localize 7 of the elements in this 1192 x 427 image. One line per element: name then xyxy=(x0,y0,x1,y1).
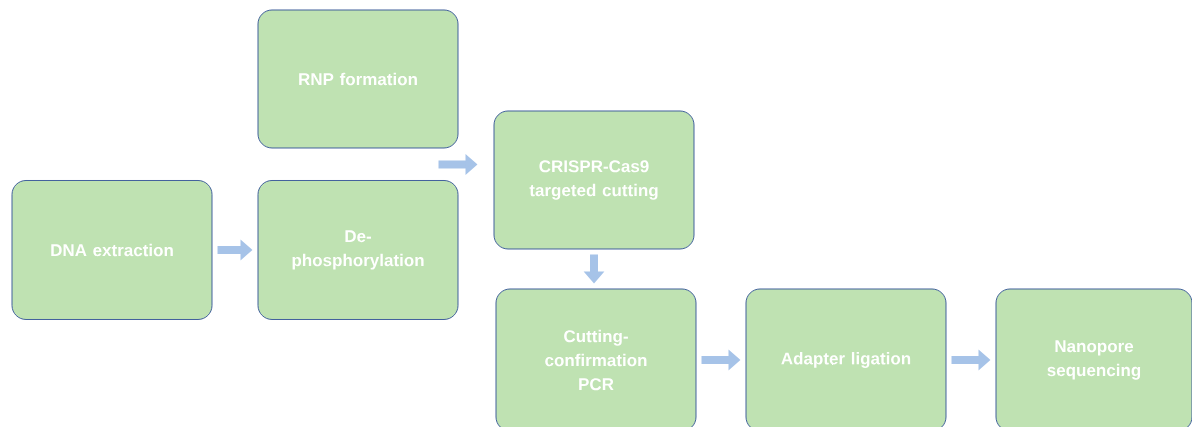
process-box: CRISPR-Cas9 targeted cutting xyxy=(493,110,695,250)
process-box: Cutting-confirmation PCR xyxy=(495,288,697,427)
process-box: RNP formation xyxy=(257,9,459,149)
process-box: Nanopore sequencing xyxy=(995,288,1192,427)
process-box: DNA extraction xyxy=(11,180,213,320)
process-box: Adapter ligation xyxy=(745,288,947,427)
process-box: De-phosphorylation xyxy=(257,180,459,320)
